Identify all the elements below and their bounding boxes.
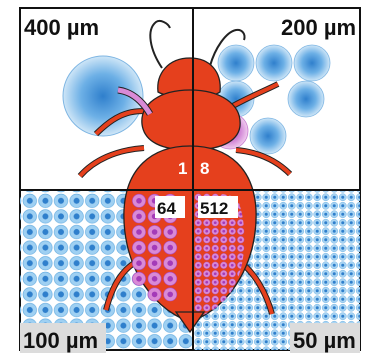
pink-sphere-core [167,260,173,266]
size-label-50um: 50 µm [293,328,356,353]
pink-sphere-core [136,276,142,282]
pink-sphere-core [136,198,142,204]
pink-sphere-core [167,229,173,235]
size-label-100um: 100 µm [23,328,98,353]
pink-sphere-core [152,292,158,298]
pink-sphere-core [136,245,142,251]
pink-sphere-core [136,260,142,266]
pink-sphere-core [152,229,158,235]
pink-sphere-core [167,276,173,282]
pink-sphere-core [136,214,142,220]
size-label-200um: 200 µm [281,15,356,40]
count-label-8: 8 [200,159,209,178]
count-label-1: 1 [178,159,187,178]
pink-sphere-core [152,260,158,266]
size-label-400um: 400 µm [24,15,99,40]
pink-sphere-core [136,229,142,235]
pink-sphere-core [152,276,158,282]
pink-sphere-core [152,245,158,251]
count-label-512: 512 [200,199,228,218]
pink-sphere-core [167,292,173,298]
pink-sphere-core [167,245,173,251]
count-label-64: 64 [157,199,176,218]
